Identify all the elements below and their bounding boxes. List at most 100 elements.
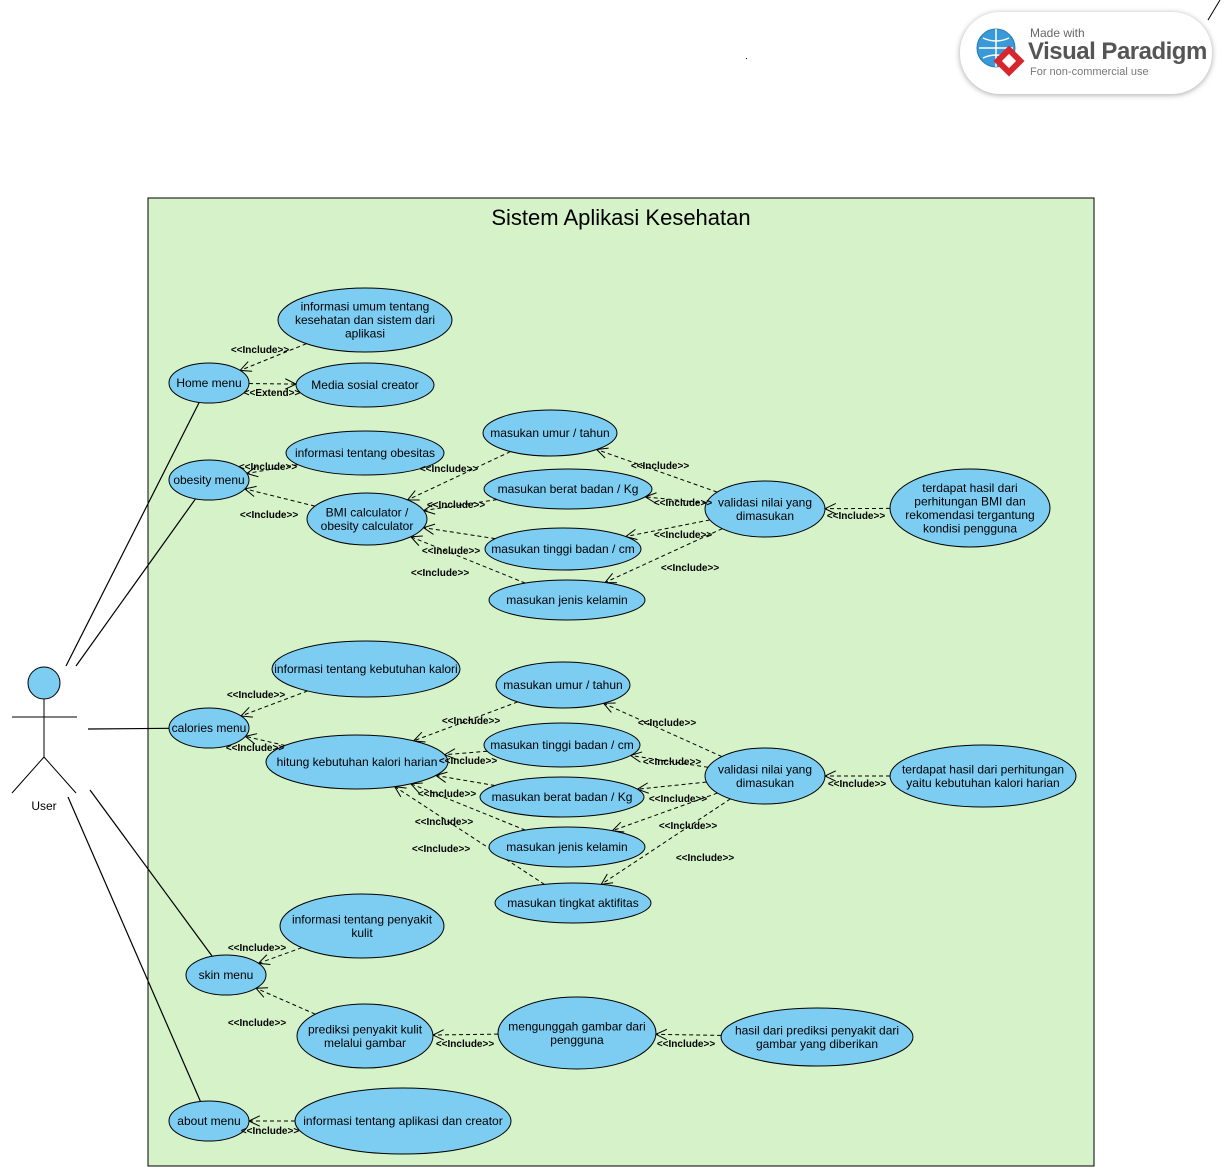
usecase-label: rekomendasi tergantung [905,508,1034,522]
usecase-label: dimasukan [736,509,794,523]
visual-paradigm-watermark: Made with Visual Paradigm For non-commer… [960,12,1212,94]
stereotype-include-label: <<Include>> [659,821,718,832]
association-about [67,796,202,1102]
usecase-cal-kelamin[interactable]: masukan jenis kelamin [488,826,646,868]
relation-home_info-home [239,343,307,371]
stereotype-include-label: <<Include>> [420,464,479,475]
usecase-ob-berat[interactable]: masukan berat badan / Kg [483,468,653,510]
usecase-label: kondisi pengguna [923,521,1017,535]
stereotype-include-label: <<Include>> [828,779,887,790]
usecase-ellipse [271,640,461,698]
usecase-label: hasil dari prediksi penyakit dari [735,1023,899,1037]
usecase-ob-umur[interactable]: masukan umur / tahun [482,409,618,457]
usecase-ellipse [279,893,445,959]
usecase-label: pengguna [550,1033,604,1047]
usecase-ellipse [168,459,250,501]
usecase-cal-aktif[interactable]: masukan tingkat aktifitas [494,882,652,924]
usecase-cal-tinggi[interactable]: masukan tinggi badan / cm [483,722,641,768]
usecase-bmi-calc[interactable]: BMI calculator /obesity calculator [306,492,428,546]
relation-skin_upload-skin_prediksi [432,1033,499,1036]
stereotype-include-label: <<Include>> [439,756,498,767]
usecase-ellipse [488,826,646,868]
usecase-label: masukan jenis kelamin [506,593,627,607]
usecase-ellipse [482,409,618,457]
usecase-label: masukan tinggi badan / cm [491,542,634,556]
association-calories [87,727,170,730]
usecase-label: informasi umum tentang [301,300,430,314]
actor-user[interactable]: User [11,666,77,813]
stereotype-include-label: <<Include>> [442,716,501,727]
usecase-about[interactable]: about menu [168,1100,250,1142]
usecase-ob-tinggi[interactable]: masukan tinggi badan / cm [484,527,642,571]
stereotype-include-label: <<Include>> [226,743,285,754]
stereotype-include-label: <<Include>> [427,500,486,511]
usecase-cal-berat[interactable]: masukan berat badan / Kg [479,776,645,818]
usecase-ellipse [479,776,645,818]
usecase-label: masukan jenis kelamin [506,840,627,854]
usecase-cal-hitung[interactable]: hitung kebutuhan kalori harian [265,734,449,790]
usecase-label: masukan umur / tahun [490,426,609,440]
stereotype-include-label: <<Include>> [643,757,702,768]
actor-head [27,666,61,700]
usecase-cal-info[interactable]: informasi tentang kebutuhan kalori [271,640,461,698]
relation-cal_umur-cal_hitung [413,701,518,742]
usecase-ellipse [704,480,826,538]
usecase-skin[interactable]: skin menu [185,954,267,996]
usecase-label: mengunggah gambar dari [508,1019,645,1033]
usecase-ellipse [495,661,631,709]
association-obesity [75,498,197,667]
usecase-label: calories menu [172,721,247,735]
relation-ob_info-obesity [246,464,298,474]
usecase-ob-info[interactable]: informasi tentang obesitas [285,430,445,476]
usecase-ellipse [277,287,453,353]
usecase-label: informasi tentang penyakit [292,912,433,926]
stereotype-extend-label: <<Extend>> [244,388,301,399]
decor-line [1207,0,1221,21]
usecase-label: about menu [177,1114,240,1128]
usecase-cal-umur[interactable]: masukan umur / tahun [495,661,631,709]
usecase-calories[interactable]: calories menu [168,707,250,749]
relation-cal_valid-cal_aktif [600,798,731,885]
stereotype-labels: <<Include>> <<Extend>> <<Include>> <<Includ… [226,345,887,1137]
usecase-label: terdapat hasil dari [922,481,1017,495]
stereotype-include-label: <<Include>> [231,345,290,356]
usecase-obesity[interactable]: obesity menu [168,459,250,501]
usecase-label: hitung kebutuhan kalori harian [277,755,438,769]
stereotype-include-label: <<Include>> [638,718,697,729]
use-cases: Home menu informasi umum tentangkesehatan… [168,287,1077,1155]
usecase-ob-kelamin[interactable]: masukan jenis kelamin [488,579,646,621]
usecase-label: aplikasi [345,327,385,341]
relation-home-home_media [248,383,297,385]
usecase-ellipse [704,747,826,805]
relation-cal_tinggi-cal_hitung [444,750,488,756]
usecase-label: skin menu [199,968,254,982]
usecase-skin-hasil[interactable]: hasil dari prediksi penyakit darigambar … [720,1007,914,1067]
stereotype-include-label: <<Include>> [240,510,299,521]
relation-skin_prediksi-skin [255,987,316,1015]
visual-paradigm-logo-icon [976,28,1025,77]
stereotype-include-label: <<Include>> [241,1126,300,1137]
usecase-label: yaitu kebutuhan kalori harian [906,776,1059,790]
usecase-ellipse [168,362,250,404]
usecase-label: informasi tentang aplikasi dan creator [303,1114,502,1128]
usecase-ellipse [483,468,653,510]
relation-ob_valid-ob_kelamin [604,528,723,583]
usecase-ellipse [285,430,445,476]
usecase-about-info[interactable]: informasi tentang aplikasi dan creator [294,1087,512,1155]
usecase-label: perhitungan BMI dan [914,494,1025,508]
usecase-home[interactable]: Home menu [168,362,250,404]
usecase-home-media[interactable]: Media sosial creator [295,362,435,408]
actor-left-leg [11,756,45,794]
usecase-ellipse [168,707,250,749]
relation-ob_umur-bmi_calc [407,451,511,501]
watermark-brand: Visual Paradigm [1028,38,1207,65]
